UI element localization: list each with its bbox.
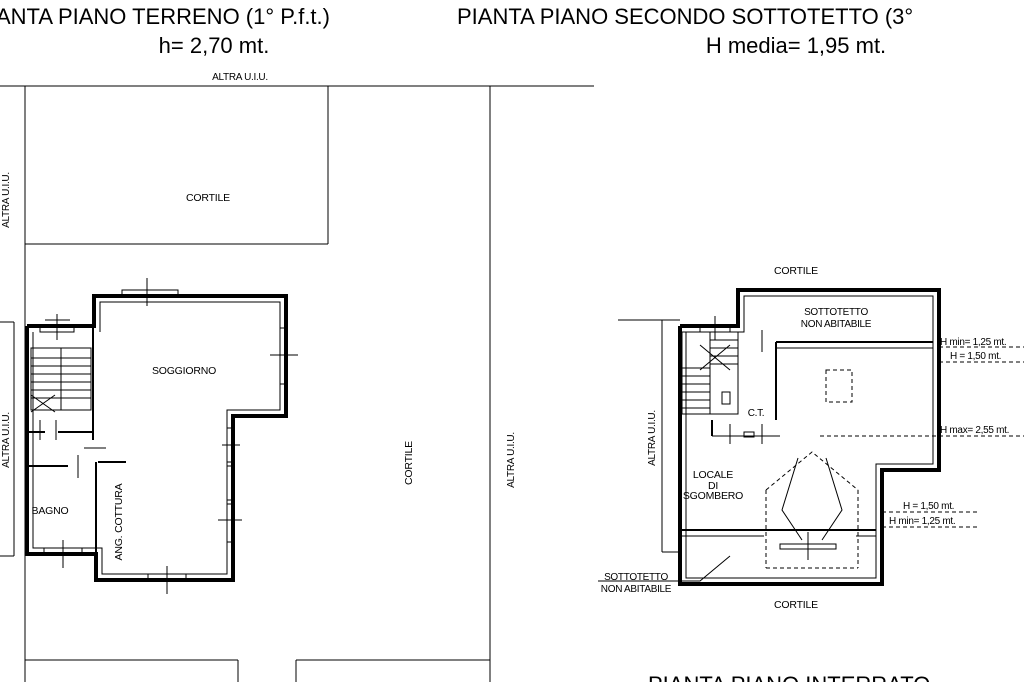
ground-floor-height: h= 2,70 mt. bbox=[159, 33, 270, 58]
attic-floor-height: H media= 1,95 mt. bbox=[706, 33, 886, 58]
h-top-label: H = 1,50 mt. bbox=[950, 351, 1001, 362]
locale-line3: SGOMBERO bbox=[683, 490, 743, 502]
attic-dashed-features bbox=[765, 369, 859, 569]
basement-floor-title: PIANTA PIANO INTERRATO bbox=[648, 672, 930, 682]
sottotetto-bottom-line1: SOTTOTETTO bbox=[604, 572, 668, 583]
ground-floor-title: ANTA PIANO TERRENO (1° P.f.t.) bbox=[0, 4, 330, 29]
altra-uiu-middle-label: ALTRA U.I.U. bbox=[506, 432, 517, 488]
sottotetto-bottom-line2: NON ABITABILE bbox=[601, 584, 672, 595]
ct-label: C.T. bbox=[748, 408, 765, 419]
altra-uiu-attic-label: ALTRA U.I.U. bbox=[647, 410, 658, 466]
soggiorno-label: SOGGIORNO bbox=[152, 365, 216, 377]
altra-uiu-left-mid-label: ALTRA U.I.U. bbox=[1, 412, 12, 468]
locale-line2: DI bbox=[708, 480, 718, 492]
attic-site-lines bbox=[618, 319, 680, 553]
hmin-bottom-label: H min= 1,25 mt. bbox=[889, 516, 955, 527]
locale-line1: LOCALE bbox=[693, 469, 733, 481]
ground-windows bbox=[39, 278, 298, 594]
sottotetto-leader-line bbox=[598, 555, 731, 582]
ang-cottura-label: ANG. COTTURA bbox=[113, 483, 125, 560]
attic-floor-title: PIANTA PIANO SECONDO SOTTOTETTO (3° bbox=[457, 4, 913, 29]
ground-site-lines bbox=[0, 85, 594, 682]
hmin-top-label: H min= 1,25 mt. bbox=[940, 337, 1006, 348]
cortile-attic-top-label: CORTILE bbox=[774, 265, 818, 277]
attic-height-lines bbox=[820, 346, 1024, 584]
altra-uiu-top-label: ALTRA U.I.U. bbox=[212, 72, 268, 83]
h-bottom-label: H = 1,50 mt. bbox=[903, 501, 954, 512]
cortile-right-label: CORTILE bbox=[403, 441, 415, 485]
ground-apartment-walls bbox=[0, 294, 288, 582]
sottotetto-line2: NON ABITABILE bbox=[801, 319, 872, 330]
bagno-label: BAGNO bbox=[32, 505, 69, 517]
altra-uiu-left-top-label: ALTRA U.I.U. bbox=[1, 172, 12, 228]
cortile-top-label: CORTILE bbox=[186, 192, 230, 204]
hmax-label: H max= 2,55 mt. bbox=[940, 425, 1009, 436]
attic-walls bbox=[678, 288, 941, 586]
attic-stairs bbox=[681, 316, 763, 415]
cortile-attic-bottom-label: CORTILE bbox=[774, 599, 818, 611]
sottotetto-line1: SOTTOTETTO bbox=[804, 307, 868, 318]
ground-stairs bbox=[30, 347, 92, 440]
